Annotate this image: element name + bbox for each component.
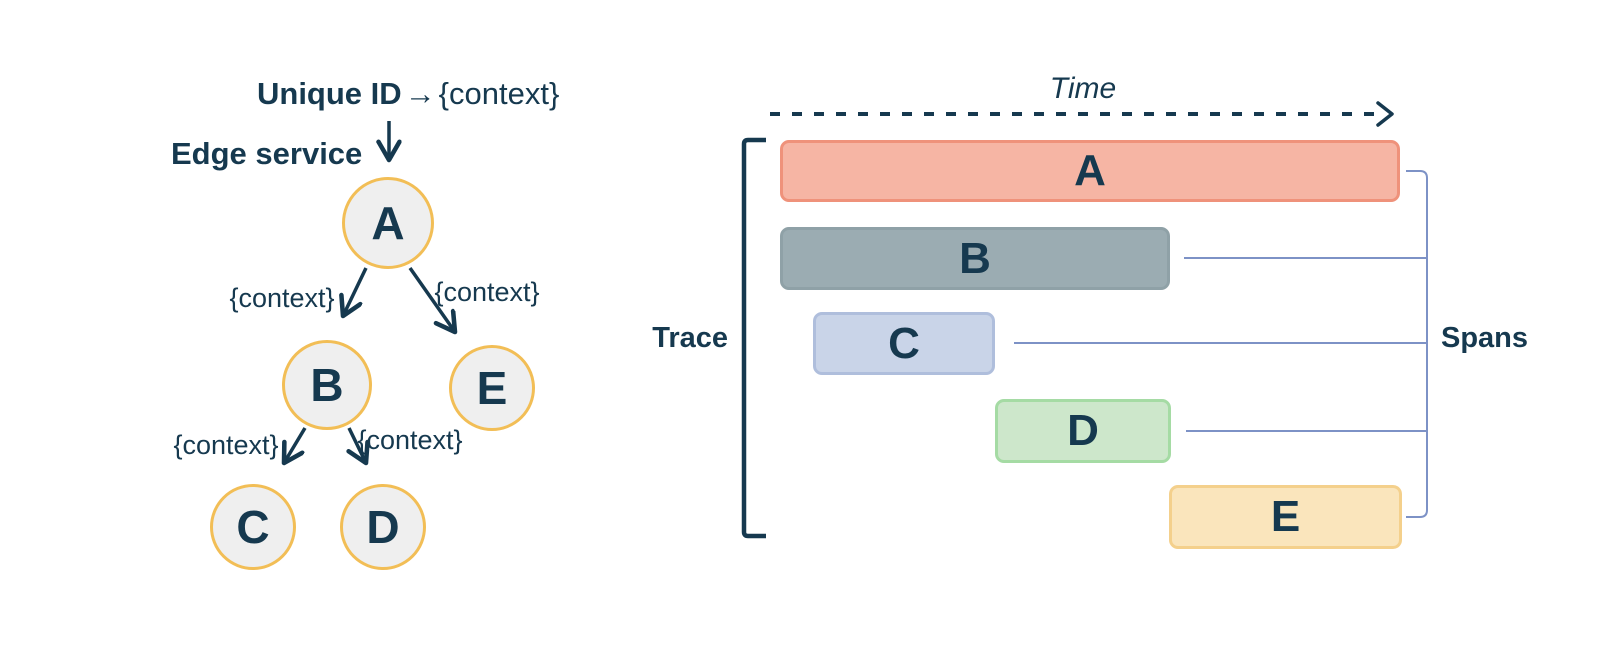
span-bar-a: A	[780, 140, 1400, 202]
context-label-a-b: {context}	[229, 283, 335, 313]
edge-a-to-e-arrow-icon	[408, 266, 455, 332]
service-node-a-label: A	[371, 197, 405, 249]
time-axis-arrowhead-icon	[1376, 101, 1394, 127]
unique-id-label: Unique ID	[257, 76, 402, 111]
trace-bracket	[741, 137, 766, 539]
span-bar-b-label: B	[959, 233, 991, 283]
service-node-c-label: C	[236, 501, 270, 553]
time-axis-label: Time	[1049, 72, 1117, 105]
span-bar-d-label: D	[1067, 406, 1099, 455]
unique-id-title: Unique ID→{context}	[257, 76, 559, 112]
edge-a-to-b-arrow-icon	[343, 267, 368, 316]
trace-label: Trace	[652, 322, 728, 354]
spans-label: Spans	[1441, 322, 1529, 354]
span-bar-a-label: A	[1074, 146, 1106, 195]
span-bar-d: D	[995, 399, 1171, 463]
edge-b-to-d-arrow-icon	[349, 427, 366, 463]
span-bar-c-label: C	[888, 318, 920, 368]
context-label-a-e: {context}	[434, 277, 540, 307]
service-node-b: B	[282, 340, 372, 430]
context-label-b-d: {context}	[357, 425, 463, 455]
edge-service-label: Edge service	[171, 136, 363, 171]
service-node-d: D	[340, 484, 426, 570]
service-node-d-label: D	[366, 501, 400, 553]
span-bar-b: B	[780, 227, 1170, 290]
span-bar-c: C	[813, 312, 995, 375]
context-label: {context}	[438, 76, 560, 111]
service-node-e-label: E	[476, 362, 508, 414]
service-node-a: A	[342, 177, 434, 269]
service-node-e: E	[449, 345, 535, 431]
service-node-b-label: B	[310, 359, 344, 411]
span-bar-e-label: E	[1270, 492, 1301, 541]
right-arrow-icon: →	[404, 76, 436, 111]
span-bar-e: E	[1169, 485, 1402, 549]
context-label-b-c: {context}	[173, 430, 279, 460]
service-node-c: C	[210, 484, 296, 570]
edge-b-to-c-arrow-icon	[284, 427, 307, 463]
